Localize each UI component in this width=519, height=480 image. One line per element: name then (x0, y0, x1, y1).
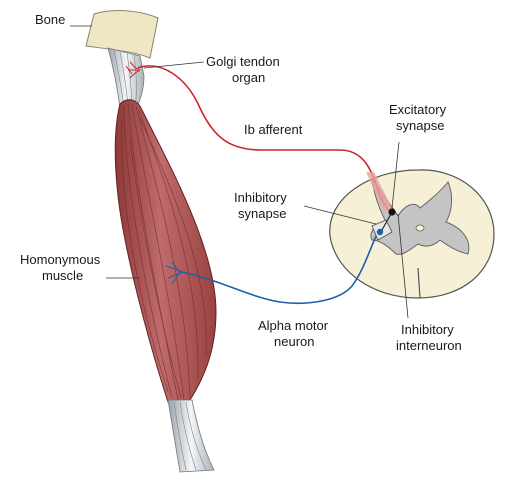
inhibitory-synapse-dot (376, 228, 384, 236)
anterior-median-fissure (417, 267, 421, 299)
central-canal (415, 224, 425, 232)
homonymous-muscle-shape (114, 99, 217, 403)
bone-label: Bone (35, 12, 66, 27)
lower-tendon-fibers (173, 401, 207, 471)
dorsal-root-band (366, 172, 392, 212)
interneuron-fiber (381, 211, 393, 231)
bone-shape (85, 10, 159, 59)
ib-afferent-fiber (137, 65, 389, 211)
lower-tendon (167, 399, 215, 473)
alpha-motor-neuron-label-line1: Alpha motor (258, 318, 329, 333)
homonymous-muscle-label-line1: Homonymous (20, 252, 101, 267)
homonymous-muscle-label-line2: muscle (42, 268, 84, 283)
inhibitory-synapse-label-line1: Inhibitory (234, 190, 287, 205)
golgi-tendon-organ-label-line2: organ (232, 70, 266, 85)
inhibitory-synapse-label-line2: synapse (238, 206, 287, 221)
golgi-tendon-organ-terminals (125, 61, 141, 79)
muscle-fibers (121, 103, 207, 401)
alpha-motor-fiber (181, 231, 379, 305)
alpha-motor-neuron-label-line2: neuron (274, 334, 315, 349)
golgi-tendon-organ-label-line1: Golgi tendon (206, 54, 280, 69)
inhibitory-interneuron-label-line2: interneuron (396, 338, 462, 353)
excitatory-synapse-label-line1: Excitatory (389, 102, 447, 117)
excitatory-synapse-label-line2: synapse (396, 118, 445, 133)
spinal-cord-gray-matter (370, 177, 470, 255)
motor-endplate (165, 261, 183, 285)
inhibitory-interneuron-label-line1: Inhibitory (401, 322, 454, 337)
ib-afferent-label: Ib afferent (244, 122, 303, 137)
leader-lines (70, 25, 409, 319)
